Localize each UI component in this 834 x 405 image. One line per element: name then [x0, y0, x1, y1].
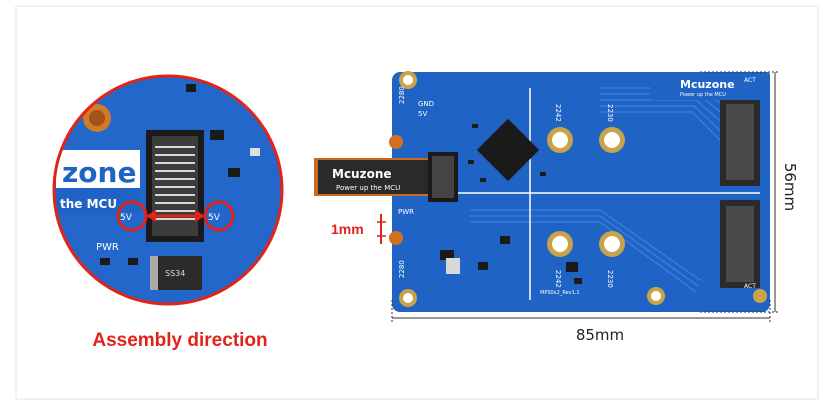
label-pwr-board: PWR — [398, 208, 414, 216]
act-bottom: ACT — [744, 283, 756, 290]
arrow-head-right — [195, 210, 205, 222]
board-slogan: Power up the MCU — [680, 92, 726, 98]
standoff-bottom — [389, 231, 403, 245]
arrow-head-left — [146, 210, 156, 222]
label-2242-bottom: 2242 — [554, 270, 562, 288]
label-2242-top: 2242 — [554, 104, 562, 122]
brand-partial: zone — [62, 156, 136, 189]
height-label: 56mm — [781, 162, 799, 212]
dimension-lines — [391, 71, 778, 322]
label-5v-right: 5V — [208, 213, 221, 223]
pcb-board: Mcuzone Power up the MCU ACT ACT GND 5V … — [389, 71, 770, 312]
zoom-circle: zone the MCU 5V 5V PWR SS34 — [52, 74, 284, 306]
width-label: 85mm — [575, 326, 625, 344]
cable-slogan: Power up the MCU — [336, 184, 400, 192]
assembly-direction-caption: Assembly direction — [92, 330, 268, 351]
label-2280-bottom: 2280 — [398, 260, 406, 278]
label-gnd: GND — [418, 100, 434, 108]
slogan-partial: the MCU — [60, 197, 117, 211]
cable-brand: Mcuzone — [332, 167, 392, 181]
label-pwr: PWR — [96, 242, 119, 253]
standoff-top — [389, 135, 403, 149]
label-2230-bottom: 2230 — [606, 270, 614, 288]
zoom-circle-border — [52, 74, 284, 306]
gap-indicator — [377, 214, 386, 244]
label-ss34: SS34 — [165, 269, 185, 278]
fpc-cable: Mcuzone Power up the MCU — [314, 152, 458, 202]
gap-label: 1mm — [331, 221, 364, 237]
label-5v-board: 5V — [418, 110, 427, 118]
controller-chip — [476, 118, 540, 182]
label-rev: MPS0x2_Rev1.1 — [540, 290, 580, 296]
label-2230-top: 2230 — [606, 104, 614, 122]
label-2280-top: 2280 — [398, 86, 406, 104]
board-brand: Mcuzone — [680, 78, 735, 91]
label-5v-left: 5V — [120, 213, 133, 223]
frame — [15, 5, 819, 400]
act-top: ACT — [744, 77, 756, 84]
